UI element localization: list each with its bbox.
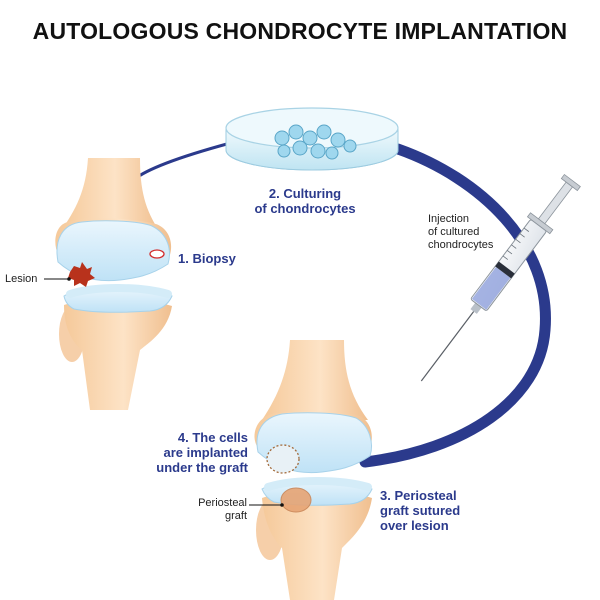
step-culturing-label: 2. Culturing of chondrocytes: [230, 186, 380, 216]
periosteal-graft-label: Periosteal graft: [170, 497, 247, 523]
cycle-arc-top-left: [135, 139, 239, 180]
injection-line1: Injection: [428, 213, 469, 225]
periosteal-graft-line1: Periosteal: [198, 497, 247, 509]
petri-dish-icon: [225, 107, 399, 171]
knee-implant-icon: [254, 340, 373, 600]
step-periosteal-line1: 3. Periosteal: [380, 488, 457, 503]
lesion-mark: [68, 262, 95, 287]
lesion-label: Lesion: [5, 273, 38, 285]
step-culturing-line1: 2. Culturing: [268, 186, 342, 201]
injection-line2: of cultured: [428, 226, 480, 238]
injection-label: Injection of cultured chondrocytes: [428, 213, 493, 252]
step-implanted-label: 4. The cells are implanted under the gra…: [140, 430, 248, 475]
page-title: AUTOLOGOUS CHONDROCYTE IMPLANTATION: [32, 18, 568, 44]
step-periosteal-line3: over lesion: [380, 518, 449, 533]
step-implanted-line1: 4. The cells: [177, 430, 248, 445]
step-periosteal-line2: graft sutured: [380, 503, 461, 518]
step-biopsy-label: 1. Biopsy: [178, 251, 236, 266]
step-culturing-line2: of chondrocytes: [254, 201, 356, 216]
step-implanted-line3: under the graft: [156, 460, 248, 475]
step-periosteal-label: 3. Periosteal graft sutured over lesion: [380, 488, 460, 533]
chondrocyte-cells: [274, 124, 357, 160]
cycle-arc-right: [359, 143, 551, 468]
syringe-icon: [420, 173, 581, 382]
periosteal-graft-line2: graft: [224, 510, 247, 522]
step-implanted-line2: are implanted: [163, 445, 248, 460]
injection-line3: chondrocytes: [428, 239, 494, 251]
knee-biopsy-icon: [55, 158, 173, 410]
